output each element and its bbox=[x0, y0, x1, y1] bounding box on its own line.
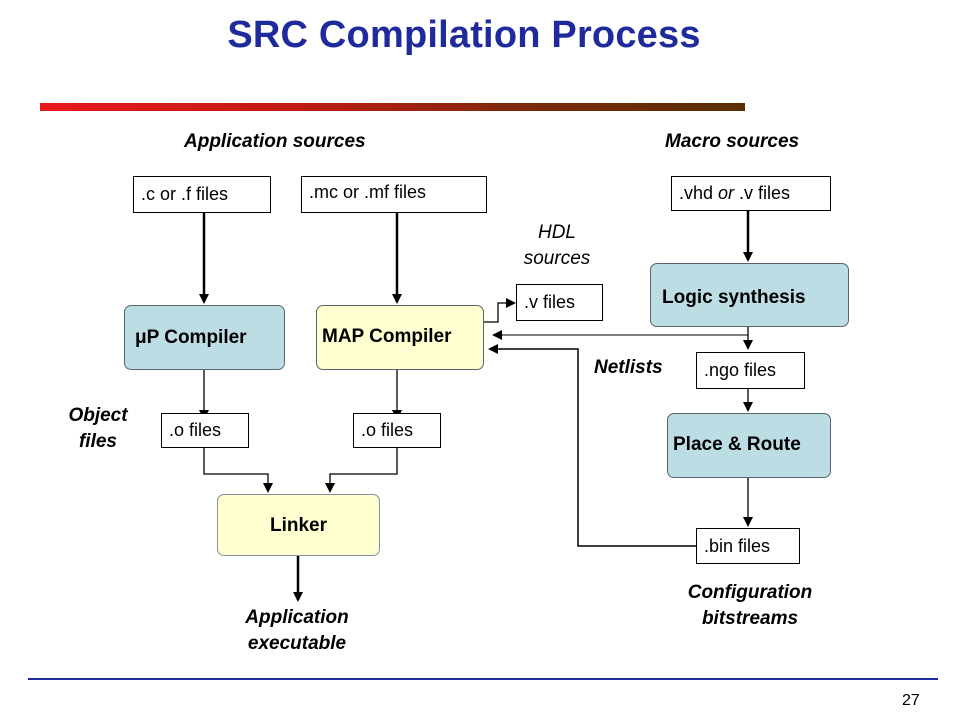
hdl-sources-line2: sources bbox=[523, 248, 591, 269]
v-files-text: .v files bbox=[734, 183, 791, 203]
line-map-to-v-files bbox=[484, 298, 516, 323]
configuration-bitstreams-line2: bitstreams bbox=[701, 608, 799, 629]
object-files-line2: files bbox=[78, 431, 118, 452]
page-title: SRC Compilation Process bbox=[227, 14, 701, 56]
up-compiler-label: P Compiler bbox=[146, 326, 247, 348]
place-and-route-box: Place & Route bbox=[667, 413, 831, 478]
application-executable-line2: executable bbox=[247, 633, 347, 654]
hdl-sources-label: HDL sources bbox=[505, 220, 609, 272]
netlists-label: Netlists bbox=[594, 357, 663, 378]
object-files-line1: Object bbox=[68, 405, 128, 426]
o-files-left-box: .o files bbox=[161, 413, 249, 448]
footer-divider bbox=[28, 678, 938, 680]
application-executable-label: Application executable bbox=[212, 605, 382, 657]
line-o-left-to-linker bbox=[203, 448, 273, 493]
vhd-or-v-files-box: .vhd or .v files bbox=[671, 176, 831, 211]
map-compiler-box: MAP Compiler bbox=[316, 305, 484, 370]
linker-box: Linker bbox=[217, 494, 380, 556]
configuration-bitstreams-line1: Configuration bbox=[687, 582, 813, 603]
ngo-files-box: .ngo files bbox=[696, 352, 805, 389]
object-files-label: Object files bbox=[48, 403, 148, 455]
logic-synthesis-box: Logic synthesis bbox=[650, 263, 849, 327]
c-or-f-files-box: .c or .f files bbox=[133, 176, 271, 213]
line-logic-to-map bbox=[492, 327, 749, 340]
macro-sources-heading: Macro sources bbox=[665, 131, 800, 152]
v-files-box: .v files bbox=[516, 284, 603, 321]
bin-files-box: .bin files bbox=[696, 528, 800, 564]
mu-symbol: μ bbox=[135, 326, 147, 348]
configuration-bitstreams-label: Configuration bitstreams bbox=[660, 580, 840, 632]
vhd-files-text: .vhd bbox=[679, 183, 719, 203]
title-underline-bar bbox=[40, 103, 745, 111]
application-executable-line1: Application bbox=[245, 607, 349, 628]
page-number: 27 bbox=[902, 692, 920, 709]
hdl-sources-line1: HDL bbox=[537, 222, 576, 243]
line-bin-feedback-to-map bbox=[488, 344, 696, 547]
mc-or-mf-files-box: .mc or .mf files bbox=[301, 176, 487, 213]
application-sources-heading: Application sources bbox=[184, 131, 366, 152]
o-files-right-box: .o files bbox=[353, 413, 441, 448]
line-o-right-to-linker bbox=[325, 448, 398, 493]
vhd-or-text: or bbox=[718, 183, 735, 203]
